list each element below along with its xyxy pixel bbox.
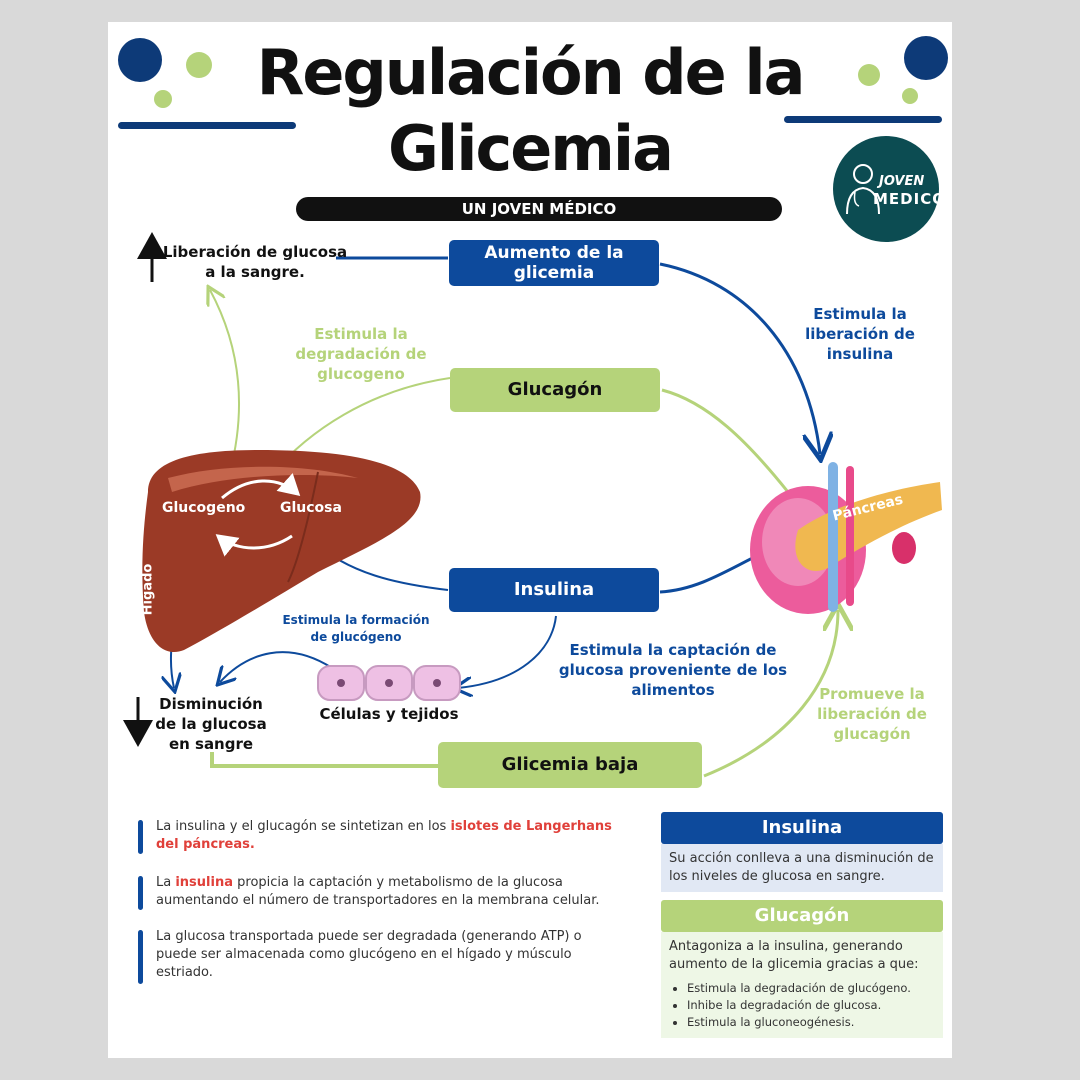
pancreas-vessel-pink — [846, 466, 854, 606]
pancreas-vessel-blue — [828, 462, 838, 612]
decor-dot — [118, 38, 162, 82]
note-highlight: insulina — [175, 875, 233, 890]
label-liberacion: Liberación de glucosa a la sangre. — [162, 243, 348, 281]
note-marker — [138, 876, 143, 910]
cycle-arrow-lower — [215, 534, 293, 557]
note-marker — [138, 930, 143, 984]
note-text: La — [156, 875, 176, 890]
logo-text-1: JOVEN — [879, 174, 925, 189]
label-estimula-formacion: Estimula la formación de glucógeno — [282, 613, 430, 644]
card-glucagon-text: Antagoniza a la insulina, generando aume… — [669, 939, 919, 972]
label-estimula-insulina: Estimula la liberación de insulina — [805, 305, 915, 363]
note-2: La insulina propicia la captación y meta… — [138, 874, 616, 910]
line-disminucion-to-baja — [210, 752, 438, 768]
regulation-diagram — [123, 232, 942, 778]
note-text: La insulina y el glucagón se sintetizan … — [156, 819, 451, 834]
box-insulina: Insulina — [449, 568, 659, 612]
liver-lobe-line — [287, 471, 319, 583]
label-higado: Hígado — [140, 563, 156, 616]
decor-dot — [902, 88, 918, 104]
cells-graphic — [317, 665, 461, 701]
list-item: Estimula la gluconeogénesis. — [687, 1014, 935, 1031]
decor-bar — [118, 122, 296, 129]
cell-nucleus — [433, 679, 441, 687]
card-insulina-title: Insulina — [661, 812, 943, 844]
decor-dot — [858, 64, 880, 86]
note-1: La insulina y el glucagón se sintetizan … — [138, 818, 616, 854]
label-promueve: Promueve la liberación de glucagón — [817, 685, 927, 743]
label-estimula-captacion: Estimula la captación de glucosa proveni… — [558, 641, 788, 699]
note-marker — [138, 820, 143, 854]
note-text: propicia la captación y metabolismo de l… — [156, 875, 600, 908]
decor-dot — [186, 52, 212, 78]
arrow-insulina-to-cells — [458, 615, 557, 688]
list-item: Inhibe la degradación de glucosa. — [687, 997, 935, 1014]
line-pancreas-to-glucagon — [661, 388, 790, 493]
arrow-baja-to-pancreas — [703, 610, 838, 778]
box-glicemia-baja: Glicemia baja — [438, 742, 702, 788]
doctor-icon — [846, 164, 880, 215]
label-glucogeno: Glucogeno — [162, 500, 246, 516]
box-glucagon: Glucagón — [450, 368, 660, 412]
label-glucosa: Glucosa — [280, 500, 342, 516]
box-aumento-glicemia: Aumento de la glicemia — [449, 240, 659, 286]
decor-dot — [904, 36, 948, 80]
title-line-1: Regulación de la — [256, 36, 806, 109]
card-glucagon-title: Glucagón — [661, 900, 943, 932]
cell-nucleus — [385, 679, 393, 687]
liver-highlight — [168, 466, 358, 492]
title-line-2: Glicemia — [388, 112, 674, 185]
label-disminucion: Disminución de la glucosa en sangre — [155, 695, 267, 753]
list-item: Estimula la degradación de glucógeno. — [687, 980, 935, 997]
cycle-arrow-upper — [221, 473, 301, 500]
card-glucagon-body: Antagoniza a la insulina, generando aume… — [661, 932, 943, 1038]
note-highlight: islotes de Langerhans del páncreas. — [156, 819, 612, 852]
card-insulina-body: Su acción conlleva a una disminución de … — [661, 844, 943, 892]
label-estimula-degradacion: Estimula la degradación de glucogeno — [295, 325, 427, 383]
logo: JOVEN MEDICO — [833, 136, 945, 242]
card-glucagon-list: Estimula la degradación de glucógeno. In… — [669, 980, 935, 1031]
liver-shape — [142, 450, 421, 653]
note-text: La glucosa transportada puede ser degrad… — [156, 929, 582, 980]
note-3: La glucosa transportada puede ser degrad… — [138, 928, 616, 984]
decor-dot — [154, 90, 172, 108]
pancreas-vessel-red — [892, 532, 916, 564]
cell-nucleus — [337, 679, 345, 687]
label-celulas: Células y tejidos — [319, 705, 459, 723]
decor-bar — [784, 116, 942, 123]
logo-text-2: MEDICO — [873, 190, 946, 208]
arrow-liver-to-liberacion — [210, 290, 241, 473]
subtitle-banner: UN JOVEN MÉDICO — [296, 197, 782, 221]
arrow-cells-to-disminucion — [220, 651, 333, 682]
infographic-sheet: Regulación de la Glicemia UN JOVEN MÉDIC… — [108, 22, 952, 1058]
arrow-aumento-to-pancreas — [659, 262, 820, 454]
